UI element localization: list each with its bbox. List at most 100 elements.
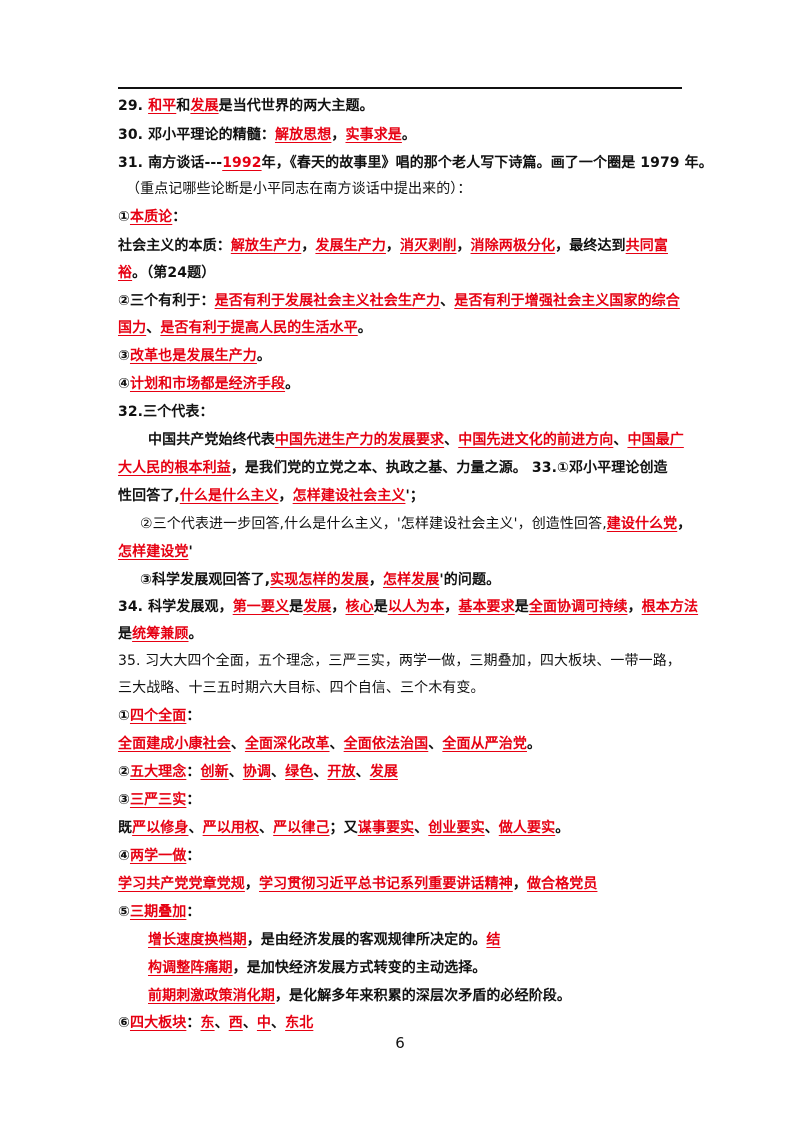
text-line: ⑥四大板块：东、西、中、东北: [118, 1013, 313, 1033]
text-segment: 是: [373, 599, 388, 615]
text-line: 前期刺激政策消化期，是化解多年来积累的深层次矛盾的必经阶段。: [148, 986, 571, 1006]
text-segment: ，: [444, 599, 459, 615]
text-segment: ②三个有利于：: [118, 293, 215, 309]
text-segment: 31. 南方谈话---: [118, 155, 223, 171]
highlighted-keyword: 统筹兼顾: [132, 626, 189, 642]
text-segment: ，: [456, 238, 471, 254]
text-segment: 、: [188, 820, 203, 836]
text-segment: ⑥: [118, 1015, 130, 1031]
highlighted-keyword: 中国最广: [627, 432, 684, 448]
text-segment: ，: [278, 488, 293, 504]
text-line: 构调整阵痛期，是加快经济发展方式转变的主动选择。: [148, 958, 486, 978]
highlighted-keyword: 全面建成小康社会: [118, 736, 231, 752]
text-line: 既严以修身、严以用权、严以律己；又谋事要实、创业要实、做人要实。: [118, 818, 569, 838]
text-line: ①四个全面：: [118, 706, 200, 726]
highlighted-keyword: 创业要实: [428, 820, 485, 836]
text-segment: 、: [613, 432, 628, 448]
highlighted-keyword: 是否有利于发展社会主义社会生产力: [214, 293, 441, 309]
text-segment: ③科学发展观回答了,: [140, 572, 271, 588]
text-segment: '的问题。: [439, 572, 501, 588]
text-line: ①本质论：: [118, 207, 186, 227]
text-segment: 35. 习大大四个全面，五个理念，三严三实，两学一做，三期叠加，四大板块、一带一…: [118, 653, 681, 669]
text-segment: ②: [118, 764, 130, 780]
text-segment: ，: [301, 238, 316, 254]
text-segment: 。（第24题）: [132, 265, 216, 281]
highlighted-keyword: 第一要义: [232, 599, 290, 615]
highlighted-keyword: 做合格党员: [526, 876, 598, 892]
highlighted-keyword: 怎样建设党: [118, 544, 189, 560]
highlighted-keyword: 国力: [118, 320, 147, 336]
highlighted-keyword: 前期刺激政策消化期: [148, 988, 275, 1004]
text-segment: 、: [313, 764, 328, 780]
highlighted-keyword: 共同富: [625, 238, 668, 254]
highlighted-keyword: 全面深化改革: [244, 736, 330, 752]
highlighted-keyword: 两学一做: [129, 848, 187, 864]
highlighted-keyword: 做人要实: [498, 820, 556, 836]
highlighted-keyword: 大人民的根本利益: [118, 460, 231, 476]
text-segment: ③: [118, 348, 130, 364]
text-segment: ：: [186, 1015, 201, 1031]
text-line: （重点记哪些论断是小平同志在南方谈话中提出来的）：: [126, 179, 472, 199]
text-line: 32.三个代表：: [118, 402, 214, 422]
top-rule: [118, 87, 682, 89]
highlighted-keyword: 开放: [327, 764, 356, 780]
text-segment: ，是我们党的立党之本、执政之基、力量之源。 33.①邓小平理论创造: [230, 460, 668, 476]
text-segment: ，: [244, 876, 260, 892]
highlighted-keyword: 中: [256, 1015, 272, 1031]
highlighted-keyword: 实事求是: [345, 127, 402, 143]
text-segment: 。: [555, 820, 570, 836]
text-line: ③三严三实：: [118, 790, 200, 810]
text-segment: 、: [214, 1015, 229, 1031]
highlighted-keyword: 解放思想: [274, 127, 332, 143]
highlighted-keyword: 四大板块: [129, 1015, 187, 1031]
text-segment: ：: [186, 848, 201, 864]
text-segment: 和: [176, 98, 191, 114]
highlighted-keyword: 谋事要实: [357, 820, 415, 836]
text-line: 34. 科学发展观，第一要义是发展，核心是以人为本，基本要求是全面协调可持续，根…: [118, 597, 698, 617]
highlighted-keyword: 创新: [200, 764, 229, 780]
text-segment: ，: [368, 572, 383, 588]
text-segment: 30. 邓小平理论的精髓：: [118, 127, 275, 143]
text-segment: 、: [228, 764, 243, 780]
text-segment: 、: [414, 820, 429, 836]
text-segment: ': [188, 544, 193, 560]
highlighted-keyword: 计划和市场都是经济手段: [129, 376, 286, 392]
text-line: 增长速度换档期，是由经济发展的客观规律所决定的。结: [148, 930, 501, 950]
text-line: 三大战略、十三五时期六大目标、四个自信、三个木有变。: [118, 678, 485, 698]
text-line: 大人民的根本利益，是我们党的立党之本、执政之基、力量之源。 33.①邓小平理论创…: [118, 458, 668, 478]
highlighted-keyword: 中国先进生产力的发展要求: [274, 432, 445, 448]
highlighted-keyword: 裕: [118, 265, 133, 281]
text-segment: 。: [357, 320, 372, 336]
text-segment: 。: [401, 127, 417, 143]
text-segment: 性回答了,: [118, 488, 180, 504]
text-segment: 、: [242, 1015, 257, 1031]
highlighted-keyword: 消灭剥削: [400, 238, 457, 254]
text-segment: ，: [331, 127, 346, 143]
highlighted-keyword: 发展: [369, 764, 398, 780]
text-line: ②三个代表进一步回答,什么是什么主义，'怎样建设社会主义'，创造性回答,建设什么…: [140, 514, 691, 534]
highlighted-keyword: 是否有利于提高人民的生活水平: [160, 320, 358, 336]
text-line: 29. 和平和发展是当代世界的两大主题。: [118, 96, 374, 116]
highlighted-keyword: 根本方法: [641, 599, 699, 615]
text-segment: 中国共产党始终代表: [148, 432, 275, 448]
text-line: ④两学一做：: [118, 846, 200, 866]
text-segment: 是当代世界的两大主题。: [218, 98, 374, 114]
text-segment: ④: [118, 376, 130, 392]
highlighted-keyword: 以人为本: [387, 599, 445, 615]
highlighted-keyword: 基本要求: [458, 599, 515, 615]
highlighted-keyword: 全面依法治国: [343, 736, 429, 752]
text-segment: 、: [355, 764, 370, 780]
text-line: ④计划和市场都是经济手段。: [118, 374, 299, 394]
highlighted-keyword: 1992: [222, 155, 262, 171]
text-segment: 、: [271, 764, 286, 780]
highlighted-keyword: 消除两极分化: [470, 238, 556, 254]
text-segment: 、: [444, 432, 459, 448]
text-segment: ：: [186, 792, 201, 808]
text-segment: ②三个代表进一步回答,什么是什么主义，'怎样建设社会主义'，创造性回答,: [140, 516, 607, 532]
text-line: 中国共产党始终代表中国先进生产力的发展要求、中国先进文化的前进方向、中国最广: [148, 430, 684, 450]
text-segment: ，最终达到: [555, 238, 626, 254]
highlighted-keyword: 结: [486, 932, 501, 948]
text-segment: ：: [172, 209, 187, 225]
text-segment: 32.三个代表：: [118, 404, 214, 420]
